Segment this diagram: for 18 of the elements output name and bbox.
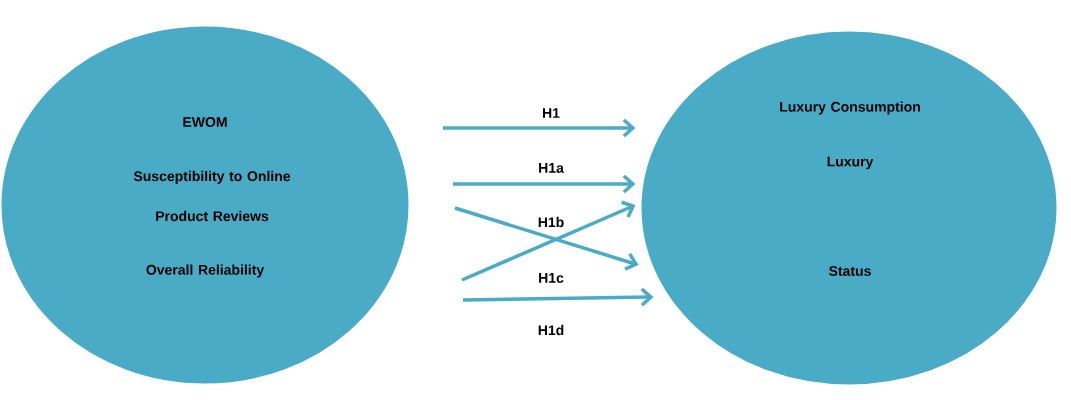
node-label: Luxury Consumption <box>780 101 920 115</box>
edge-label: H1b <box>536 215 566 229</box>
arrow <box>453 174 636 194</box>
edge-label: H1a <box>537 162 565 174</box>
construct-circle <box>638 28 1060 388</box>
node-label: Susceptibility to Online Product Reviews <box>133 170 291 222</box>
node-label: Luxury <box>827 156 874 170</box>
node-label: Overall Reliability <box>146 264 265 278</box>
arrow <box>454 206 639 271</box>
edge-label: H1c <box>537 272 565 284</box>
arrow <box>461 200 636 282</box>
arrow <box>443 118 636 138</box>
edge-label: H1 <box>541 107 561 119</box>
node-label: Status <box>829 266 871 276</box>
construct-circle <box>0 23 412 387</box>
edge-label: H1d <box>536 323 566 337</box>
node-label: EWOM <box>183 117 227 127</box>
arrow <box>463 287 654 307</box>
